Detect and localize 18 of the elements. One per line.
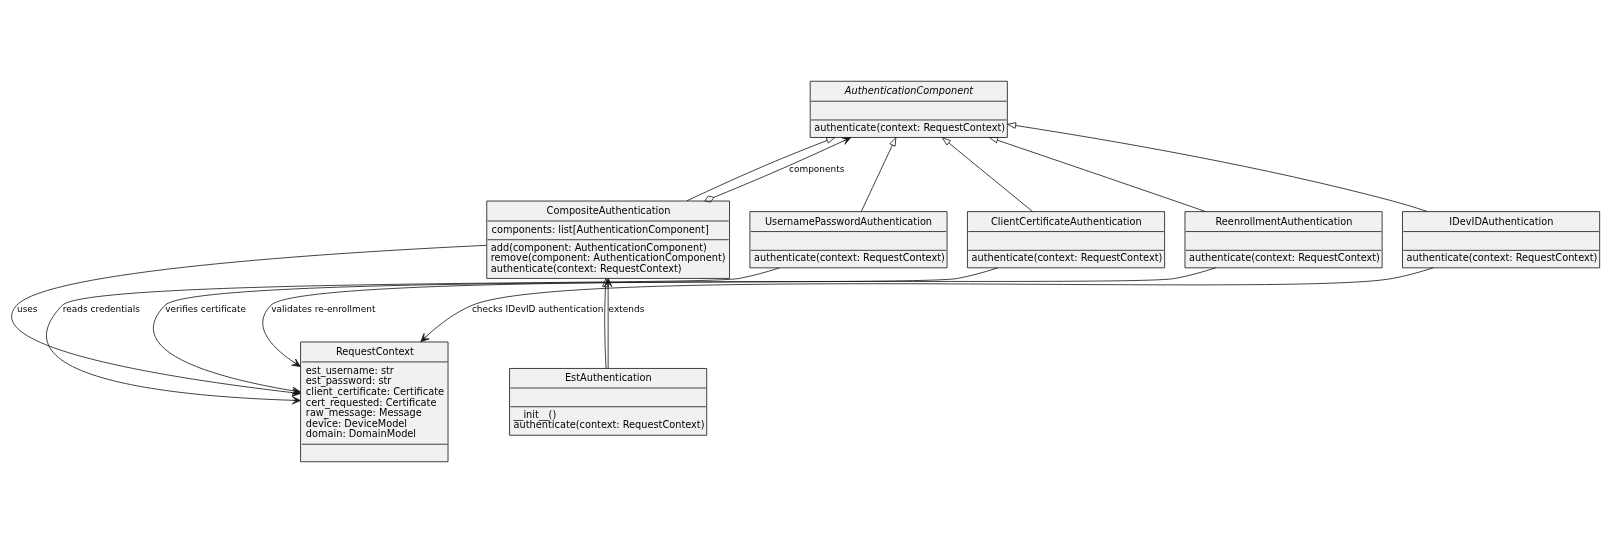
arrow <box>686 137 836 202</box>
arrow <box>604 278 613 369</box>
arrow <box>602 278 609 369</box>
edge-label: components <box>789 163 845 174</box>
arrow <box>941 137 1034 212</box>
arrow <box>262 267 1217 367</box>
edge-label: reads credentials <box>62 304 140 315</box>
edge-label: validates re-enrollment <box>271 304 376 315</box>
arrow <box>860 137 897 212</box>
arrow <box>420 267 1434 343</box>
edge-label: checks IDevID authentication <box>471 304 604 315</box>
arrow <box>46 267 780 405</box>
arrow <box>704 137 852 203</box>
arrow <box>1007 122 1428 212</box>
edge-label: extends <box>608 304 645 315</box>
edge-label: uses <box>16 304 38 315</box>
arrow <box>989 137 1206 212</box>
edge-label: verifies certificate <box>165 304 247 315</box>
